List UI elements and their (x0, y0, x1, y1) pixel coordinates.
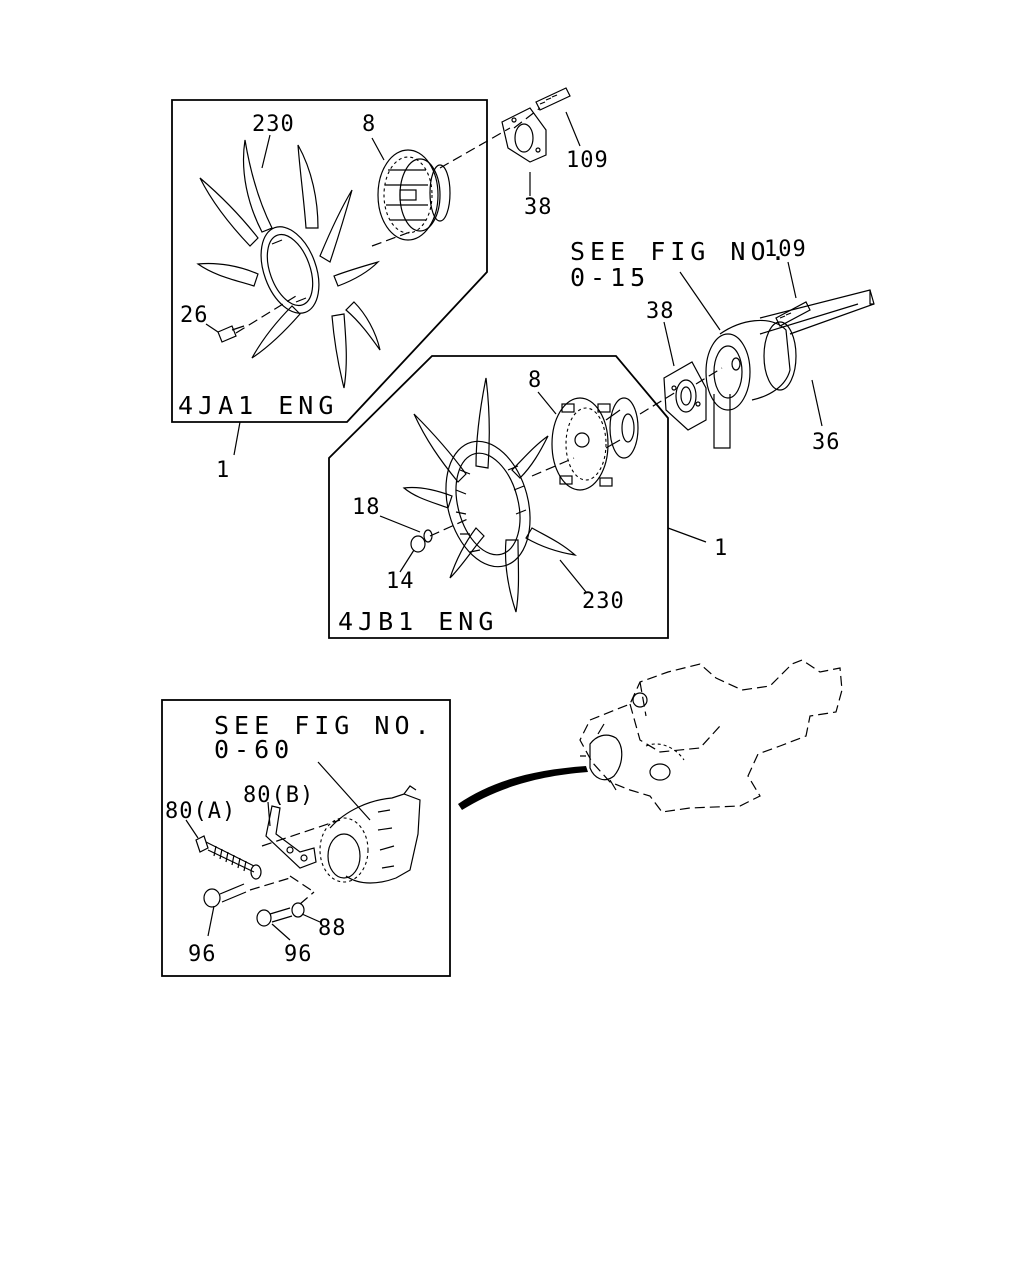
panel-4ja1-frame (171, 99, 488, 423)
callout-38-top: 38 (524, 195, 553, 220)
fan-clutch-icon (551, 397, 639, 491)
see-fig-line2-060: 0-60 (214, 735, 294, 764)
panel-4ja1: 230 8 26 38 109 1 4JA1 ENG (171, 87, 609, 483)
callout-36: 36 (812, 430, 841, 455)
stud-icon (775, 301, 811, 327)
washer-icon (501, 107, 547, 163)
callout-80b: 80(B) (243, 783, 314, 808)
engine-overview (458, 659, 843, 813)
fan-icon (196, 139, 381, 389)
see-fig-line1-015: SEE FIG NO. (570, 237, 791, 266)
callout-38-right: 38 (646, 299, 675, 324)
panel-4jb1: 8 18 14 230 1 4JB1 ENG (328, 355, 728, 639)
callout-1-4ja1: 1 (216, 458, 230, 483)
pointer-arrow (458, 766, 588, 810)
fan-clutch-icon (377, 149, 451, 241)
nut-icon (410, 529, 433, 553)
callout-88: 88 (318, 916, 347, 941)
pulley-group: SEE FIG NO. 0-15 109 38 36 (570, 237, 875, 455)
fan-icon (402, 377, 577, 613)
callout-109-top: 109 (566, 148, 609, 173)
engine-label-4ja1: 4JA1 ENG (178, 391, 338, 420)
washer-icon (663, 361, 707, 431)
bolt-icon (256, 907, 293, 927)
panel-bracket-frame (161, 699, 451, 977)
bolt-icon (217, 325, 245, 343)
bolt-icon (195, 835, 262, 880)
callout-109-right: 109 (764, 237, 807, 262)
callout-1-4jb1: 1 (714, 536, 728, 561)
callout-18: 18 (352, 495, 381, 520)
see-fig-line1-060: SEE FIG NO. (214, 711, 435, 740)
washer-icon (291, 902, 305, 918)
callout-14: 14 (386, 569, 415, 594)
stud-icon (535, 87, 571, 111)
bracket-icon (265, 805, 317, 869)
panel-bracket: SEE FIG NO. 0-60 80(A) 80(B) 96 96 88 (161, 699, 451, 977)
engine-outline-icon (579, 659, 843, 813)
see-fig-line2-015: 0-15 (570, 263, 650, 292)
panel-4jb1-frame (328, 355, 669, 639)
bolt-icon (203, 883, 247, 908)
callout-230-4jb1: 230 (582, 589, 625, 614)
callout-96-right: 96 (284, 942, 313, 967)
engine-label-4jb1: 4JB1 ENG (338, 607, 498, 636)
pulley-icon (705, 319, 797, 411)
callout-26: 26 (180, 303, 209, 328)
alternator-icon (319, 785, 421, 884)
callout-230-4ja1: 230 (252, 112, 295, 137)
callout-8-4ja1: 8 (362, 112, 376, 137)
callout-8-4jb1: 8 (528, 368, 542, 393)
callout-80a: 80(A) (165, 799, 236, 824)
belt-icon (713, 289, 875, 449)
callout-96-left: 96 (188, 942, 217, 967)
